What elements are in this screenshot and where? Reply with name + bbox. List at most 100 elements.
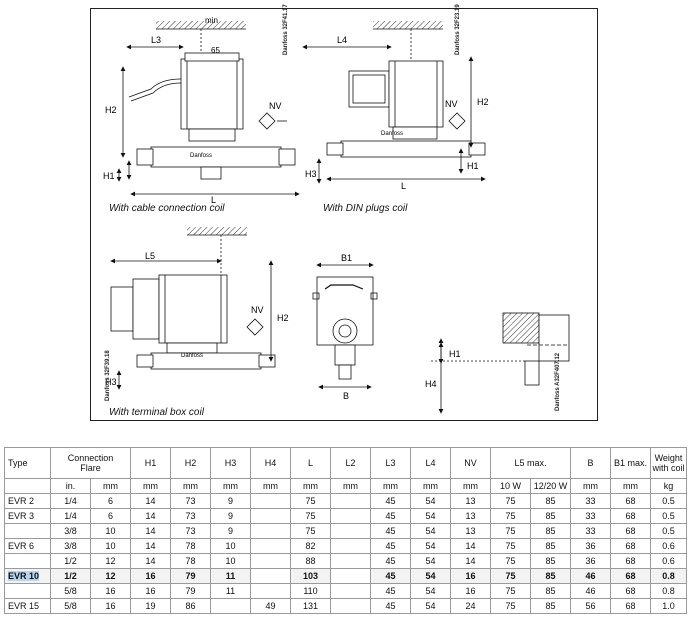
cell-type xyxy=(4,523,51,539)
cell-h1: 14 xyxy=(130,493,171,509)
technical-drawing-panel: Danfoss L3 H2 H1 L NV min 65 xyxy=(90,4,598,421)
cell-h2: 78 xyxy=(170,553,211,569)
cell-b1: 68 xyxy=(610,523,651,539)
dim-nv-label-terminal: NV xyxy=(251,305,264,315)
unit-l5-10w-cell: 10 W xyxy=(490,478,531,494)
view-front xyxy=(312,262,378,390)
cell-h1: 16 xyxy=(130,568,171,584)
cell-l4: 54 xyxy=(410,538,451,554)
technical-drawing: Danfoss L3 H2 H1 L NV min 65 xyxy=(103,16,570,414)
cell-l3: 45 xyxy=(370,493,411,509)
cell-h3: 11 xyxy=(210,568,251,584)
cell-mm: 6 xyxy=(90,493,131,509)
dim-l-label: L xyxy=(211,195,216,205)
cell-b1: 68 xyxy=(610,538,651,554)
cell-h4 xyxy=(250,523,291,539)
unit-h3: mm xyxy=(210,478,251,494)
dim-nv-label-din: NV xyxy=(445,99,458,109)
cell-in: 1/4 xyxy=(50,493,91,509)
cell-l5a: 75 xyxy=(490,523,531,539)
caption-din-coil: With DIN plugs coil xyxy=(323,203,408,214)
cell-l4: 54 xyxy=(410,493,451,509)
cell-l2 xyxy=(330,598,371,614)
cell-type xyxy=(4,553,51,569)
dim-b-label: B xyxy=(343,391,349,401)
header-nv: NV xyxy=(450,447,491,479)
cell-h3: 10 xyxy=(210,538,251,554)
unit-type xyxy=(4,478,51,494)
unit-nv: mm xyxy=(450,478,491,494)
cell-h1: 19 xyxy=(130,598,171,614)
cell-l5b: 85 xyxy=(530,553,571,569)
cell-l: 88 xyxy=(290,553,331,569)
dim-h3-label-terminal: H3 xyxy=(105,377,117,387)
cell-l5a: 75 xyxy=(490,508,531,524)
caption-terminal-coil: With terminal box coil xyxy=(109,407,204,418)
dimensions-table: Type Connection Flare H1 H2 H3 H4 L L2 L… xyxy=(4,447,687,614)
header-b1max: B1 max. xyxy=(610,447,651,479)
dim-min-label: min xyxy=(205,16,218,25)
cell-nv: 24 xyxy=(450,598,491,614)
code-din: Danfoss 32F23.19 xyxy=(455,4,461,55)
unit-l5-1220w: 12/20 W xyxy=(530,478,571,494)
cell-l3: 45 xyxy=(370,568,411,584)
cell-l2 xyxy=(330,538,371,554)
cell-l: 75 xyxy=(290,493,331,509)
cell-l2 xyxy=(330,568,371,584)
cell-l5b: 85 xyxy=(530,523,571,539)
cell-l2 xyxy=(330,523,371,539)
cell-h2: 86 xyxy=(170,598,211,614)
table-header-row: Type Connection Flare H1 H2 H3 H4 L L2 L… xyxy=(4,447,687,479)
header-connection: Connection Flare xyxy=(50,447,131,479)
header-l: L xyxy=(290,447,331,479)
dim-h2-label-terminal: H2 xyxy=(277,313,289,323)
cell-type: EVR 15 xyxy=(4,598,51,614)
unit-h1: mm xyxy=(130,478,171,494)
cell-h2: 79 xyxy=(170,568,211,584)
view-side-detail xyxy=(431,312,570,414)
cell-mm: 6 xyxy=(90,508,131,524)
cell-h4 xyxy=(250,553,291,569)
dim-b1-label: B1 xyxy=(341,253,352,263)
header-l4: L4 xyxy=(410,447,451,479)
dim-h1-label-side: H1 xyxy=(449,349,461,359)
cell-l4: 54 xyxy=(410,568,451,584)
dim-nv-label: NV xyxy=(269,101,282,111)
cell-l3: 45 xyxy=(370,523,411,539)
cell-l5a: 75 xyxy=(490,493,531,509)
cell-h3: 9 xyxy=(210,523,251,539)
cell-type: EVR 2 xyxy=(4,493,51,509)
cell-l3: 45 xyxy=(370,553,411,569)
cell-l: 103 xyxy=(290,568,331,584)
cell-b1: 68 xyxy=(610,598,651,614)
cell-l5b: 85 xyxy=(530,568,571,584)
dim-l3-label: L3 xyxy=(151,35,161,45)
cell-h2: 78 xyxy=(170,538,211,554)
header-type: Type xyxy=(4,447,51,479)
cell-h4 xyxy=(250,508,291,524)
unit-b1: mm xyxy=(610,478,651,494)
cell-l2 xyxy=(330,493,371,509)
cell-l2 xyxy=(330,508,371,524)
cell-h2: 79 xyxy=(170,583,211,599)
cell-type-text: EVR 15 xyxy=(8,601,40,611)
cell-l2 xyxy=(330,553,371,569)
brand-mark-din: Danfoss xyxy=(381,131,403,137)
header-l3: L3 xyxy=(370,447,411,479)
header-l2: L2 xyxy=(330,447,371,479)
cell-nv: 14 xyxy=(450,538,491,554)
unit-l: mm xyxy=(290,478,331,494)
view-din-coil xyxy=(302,21,486,184)
cell-l5b: 85 xyxy=(530,598,571,614)
cell-l3: 45 xyxy=(370,583,411,599)
cell-type-text: EVR 10 xyxy=(8,571,40,581)
cell-h4 xyxy=(250,583,291,599)
cell-type-text: EVR 6 xyxy=(8,541,35,551)
unit-l2: mm xyxy=(330,478,371,494)
cell-b1: 68 xyxy=(610,568,651,584)
view-terminal-coil xyxy=(110,227,276,390)
cell-l4: 54 xyxy=(410,553,451,569)
unit-h4: mm xyxy=(250,478,291,494)
